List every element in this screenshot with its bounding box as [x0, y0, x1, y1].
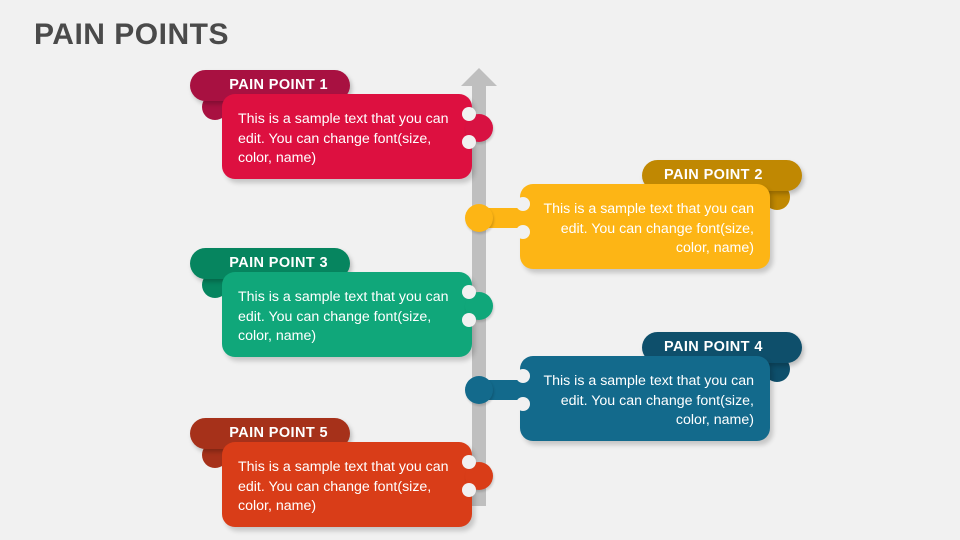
- connector-notch-1: [462, 107, 476, 121]
- page-title: PAIN POINTS: [34, 18, 229, 51]
- pain-point-body-4[interactable]: This is a sample text that you can edit.…: [520, 356, 770, 441]
- pain-point-body-1[interactable]: This is a sample text that you can edit.…: [222, 94, 472, 179]
- connector-notch-4: [516, 369, 530, 383]
- pain-point-body-5[interactable]: This is a sample text that you can edit.…: [222, 442, 472, 527]
- pain-point-body-2[interactable]: This is a sample text that you can edit.…: [520, 184, 770, 269]
- connector-notch-1: [462, 135, 476, 149]
- connector-knob-4: [465, 376, 493, 404]
- connector-knob-2: [465, 204, 493, 232]
- connector-notch-2: [516, 197, 530, 211]
- connector-notch-3: [462, 285, 476, 299]
- connector-notch-4: [516, 397, 530, 411]
- connector-notch-3: [462, 313, 476, 327]
- arrow-up-icon: [461, 68, 497, 86]
- pain-point-body-3[interactable]: This is a sample text that you can edit.…: [222, 272, 472, 357]
- connector-notch-5: [462, 483, 476, 497]
- connector-notch-5: [462, 455, 476, 469]
- connector-notch-2: [516, 225, 530, 239]
